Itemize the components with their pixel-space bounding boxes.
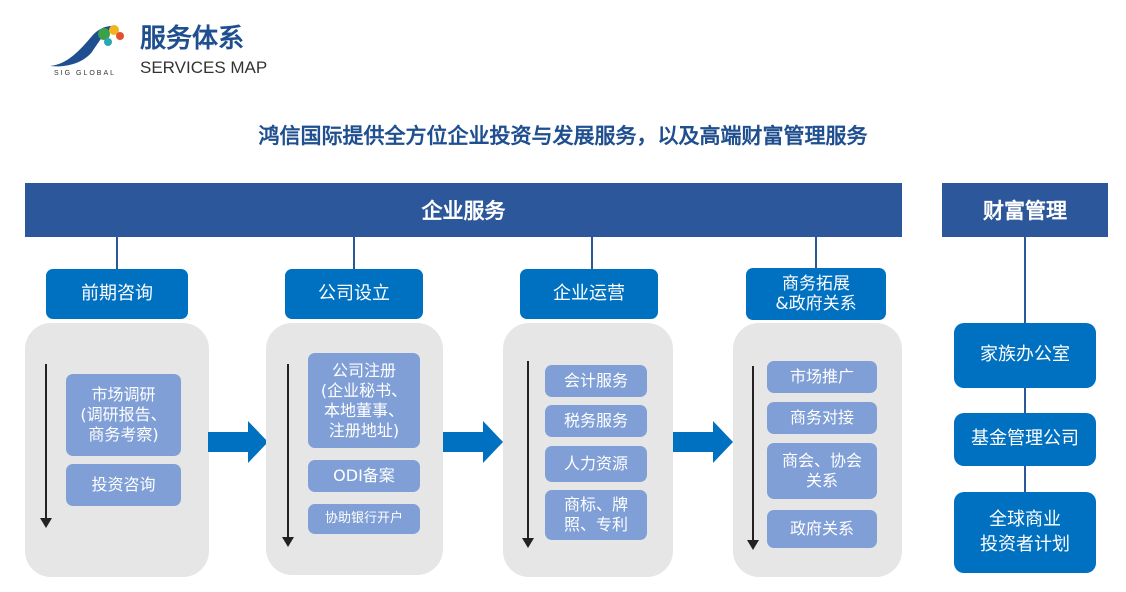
wealth-item: 全球商业 投资者计划	[954, 492, 1096, 573]
down-arrow-line	[752, 366, 754, 543]
stage-category: 企业运营	[520, 269, 658, 319]
logo-dot-teal	[104, 38, 112, 46]
service-item: 政府关系	[767, 510, 877, 548]
wealth-connector-line	[1024, 466, 1026, 492]
down-arrow-head	[747, 540, 759, 550]
connector-line	[116, 237, 118, 269]
service-item: 商标、牌 照、专利	[545, 490, 647, 540]
flow-arrow-icon	[443, 421, 503, 463]
service-item: 市场调研 (调研报告、 商务考察)	[66, 374, 181, 456]
service-item: 公司注册 (企业秘书、 本地董事、 注册地址)	[308, 353, 420, 448]
down-arrow-head	[40, 518, 52, 528]
stage-category: 公司设立	[285, 269, 423, 319]
logo-dot-yellow	[109, 25, 119, 35]
service-item: 协助银行开户	[308, 504, 420, 534]
page-subtitle: SERVICES MAP	[140, 58, 268, 77]
service-item: 市场推广	[767, 361, 877, 393]
down-arrow-head	[282, 537, 294, 547]
service-item: 会计服务	[545, 365, 647, 397]
stage-category: 商务拓展 &政府关系	[746, 268, 886, 320]
page-title: 服务体系	[140, 24, 245, 54]
down-arrow-line	[45, 364, 47, 522]
logo-text: SIG GLOBAL	[54, 70, 117, 77]
service-item: 商会、协会 关系	[767, 443, 877, 499]
service-item: 投资咨询	[66, 464, 181, 506]
service-item: ODI备案	[308, 460, 420, 492]
down-arrow-line	[287, 364, 289, 540]
wealth-management-label: 财富管理	[983, 199, 1067, 223]
wealth-connector-line	[1024, 237, 1026, 323]
logo-dot-red	[116, 32, 124, 40]
flow-arrow-icon	[673, 421, 733, 463]
wealth-item: 基金管理公司	[954, 413, 1096, 466]
stage-category: 前期咨询	[46, 269, 188, 319]
service-item: 人力资源	[545, 446, 647, 482]
connector-line	[591, 237, 593, 269]
wealth-management-banner: 财富管理	[942, 183, 1108, 237]
flow-arrow-icon	[208, 421, 268, 463]
service-item: 税务服务	[545, 405, 647, 437]
connector-line	[815, 237, 817, 269]
service-item: 商务对接	[767, 402, 877, 434]
sig-global-logo	[50, 25, 124, 67]
wealth-item: 家族办公室	[954, 323, 1096, 388]
down-arrow-head	[522, 538, 534, 548]
logo-dot-green	[98, 28, 110, 40]
wealth-connector-line	[1024, 388, 1026, 414]
down-arrow-line	[527, 361, 529, 541]
connector-line	[353, 237, 355, 269]
tagline: 鸿信国际提供全方位企业投资与发展服务，以及高端财富管理服务	[258, 124, 868, 148]
enterprise-services-banner: 企业服务	[25, 183, 902, 237]
enterprise-services-label: 企业服务	[421, 199, 506, 223]
